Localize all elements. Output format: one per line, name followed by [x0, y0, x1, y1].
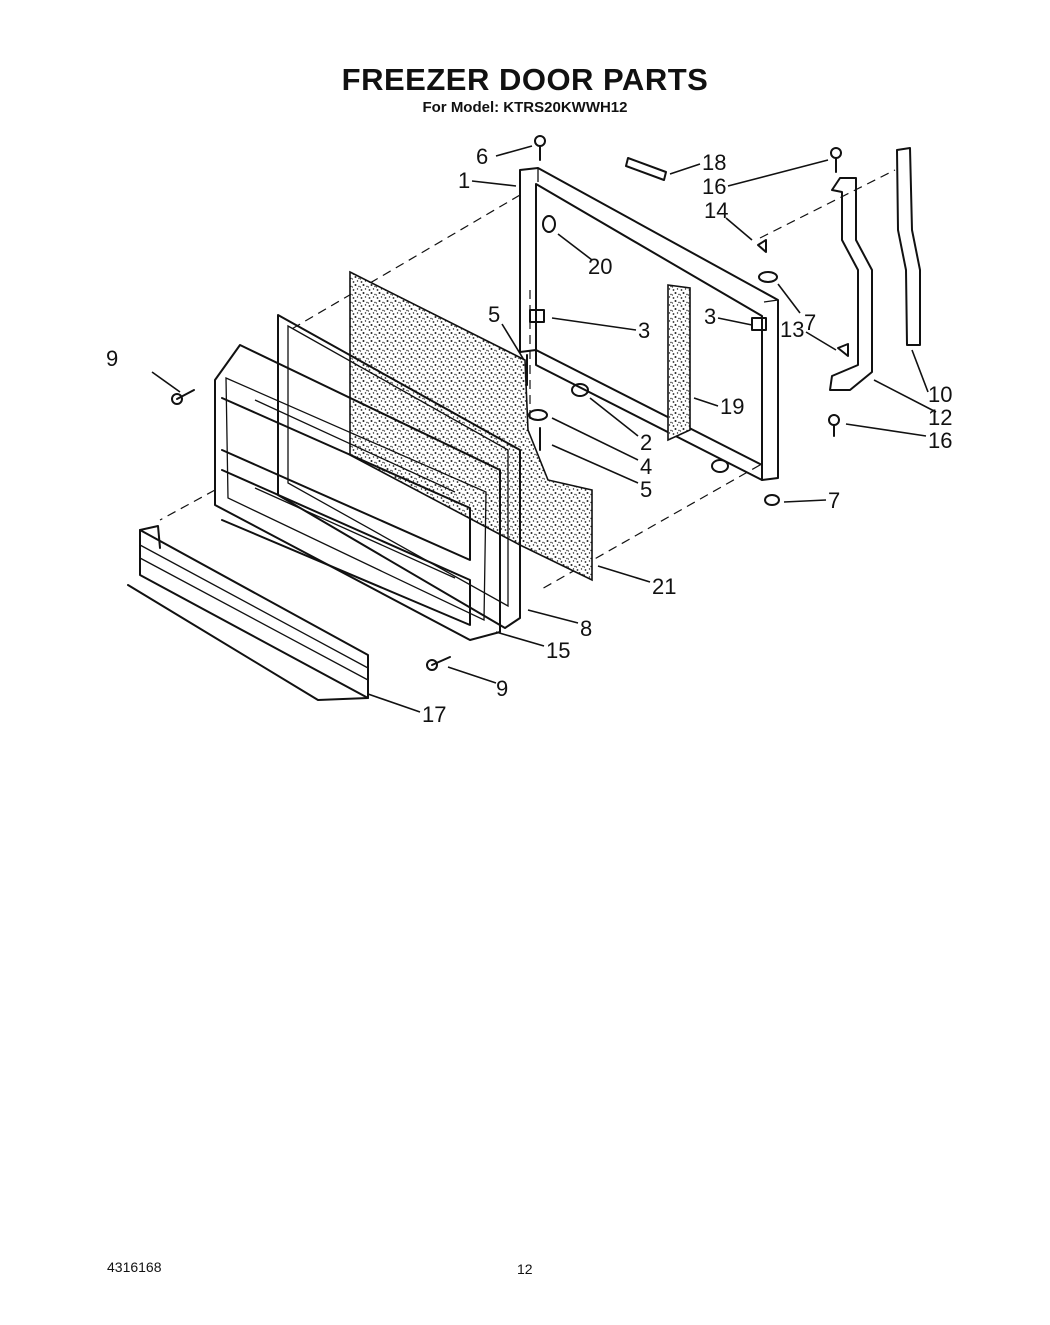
callout-19: 19: [720, 394, 744, 419]
trim-strip: [625, 157, 667, 181]
door-frame: [519, 167, 779, 481]
bushing-2: [571, 383, 589, 397]
page-number: 12: [517, 1261, 533, 1277]
callout-15: 15: [546, 638, 570, 663]
handle-bracket: [829, 177, 873, 391]
callout-14: 14: [704, 198, 728, 223]
door-gasket: [277, 314, 521, 629]
screw-16-top: [830, 147, 842, 173]
callout-13: 13: [780, 317, 804, 342]
washer-4: [528, 409, 548, 421]
callout-labels: 1 2 3 3 4 5 5 6 7 7 8 9 9 10 12 13 14 15…: [106, 144, 952, 727]
model-subtitle: For Model: KTRS20KWWH12: [422, 99, 628, 116]
hinge-3-left: [529, 309, 545, 323]
callout-17: 17: [422, 702, 446, 727]
screw-9-bottom: [426, 656, 451, 671]
callout-21: 21: [652, 574, 676, 599]
screw-16-bottom: [828, 414, 840, 437]
callout-3-left: 3: [638, 318, 650, 343]
page-title: FREEZER DOOR PARTS: [341, 62, 709, 97]
door-shelf: [127, 525, 369, 701]
callout-12: 12: [928, 405, 952, 430]
document-number: 4316168: [107, 1259, 162, 1275]
callout-18: 18: [702, 150, 726, 175]
inner-door-liner: [214, 344, 501, 641]
screw-6: [534, 135, 546, 161]
handle-trim: [896, 147, 921, 346]
callout-16-bottom: 16: [928, 428, 952, 453]
screw-9-left: [171, 389, 195, 405]
callout-3-right: 3: [704, 304, 716, 329]
callout-5-upper: 5: [488, 302, 500, 327]
clip-14: [757, 239, 767, 253]
plug-7-bottom: [764, 494, 780, 506]
callout-8: 8: [580, 616, 592, 641]
callout-1: 1: [458, 168, 470, 193]
callout-16-top: 16: [702, 174, 726, 199]
callout-5-lower: 5: [640, 477, 652, 502]
hinge-3-right: [751, 317, 767, 331]
callout-2: 2: [640, 430, 652, 455]
callout-20: 20: [588, 254, 612, 279]
callout-10: 10: [928, 382, 952, 407]
callout-4: 4: [640, 454, 652, 479]
callout-6: 6: [476, 144, 488, 169]
callout-9-left: 9: [106, 346, 118, 371]
callout-7-upper: 7: [804, 310, 816, 335]
leader-lines: [151, 145, 937, 713]
plug-20: [542, 215, 556, 233]
plug-7-top: [758, 271, 778, 283]
callout-7-lower: 7: [828, 488, 840, 513]
callout-9-bottom: 9: [496, 676, 508, 701]
clip-13: [837, 343, 849, 357]
foam-spacer: [667, 284, 691, 442]
bushing-bottom: [711, 459, 729, 473]
